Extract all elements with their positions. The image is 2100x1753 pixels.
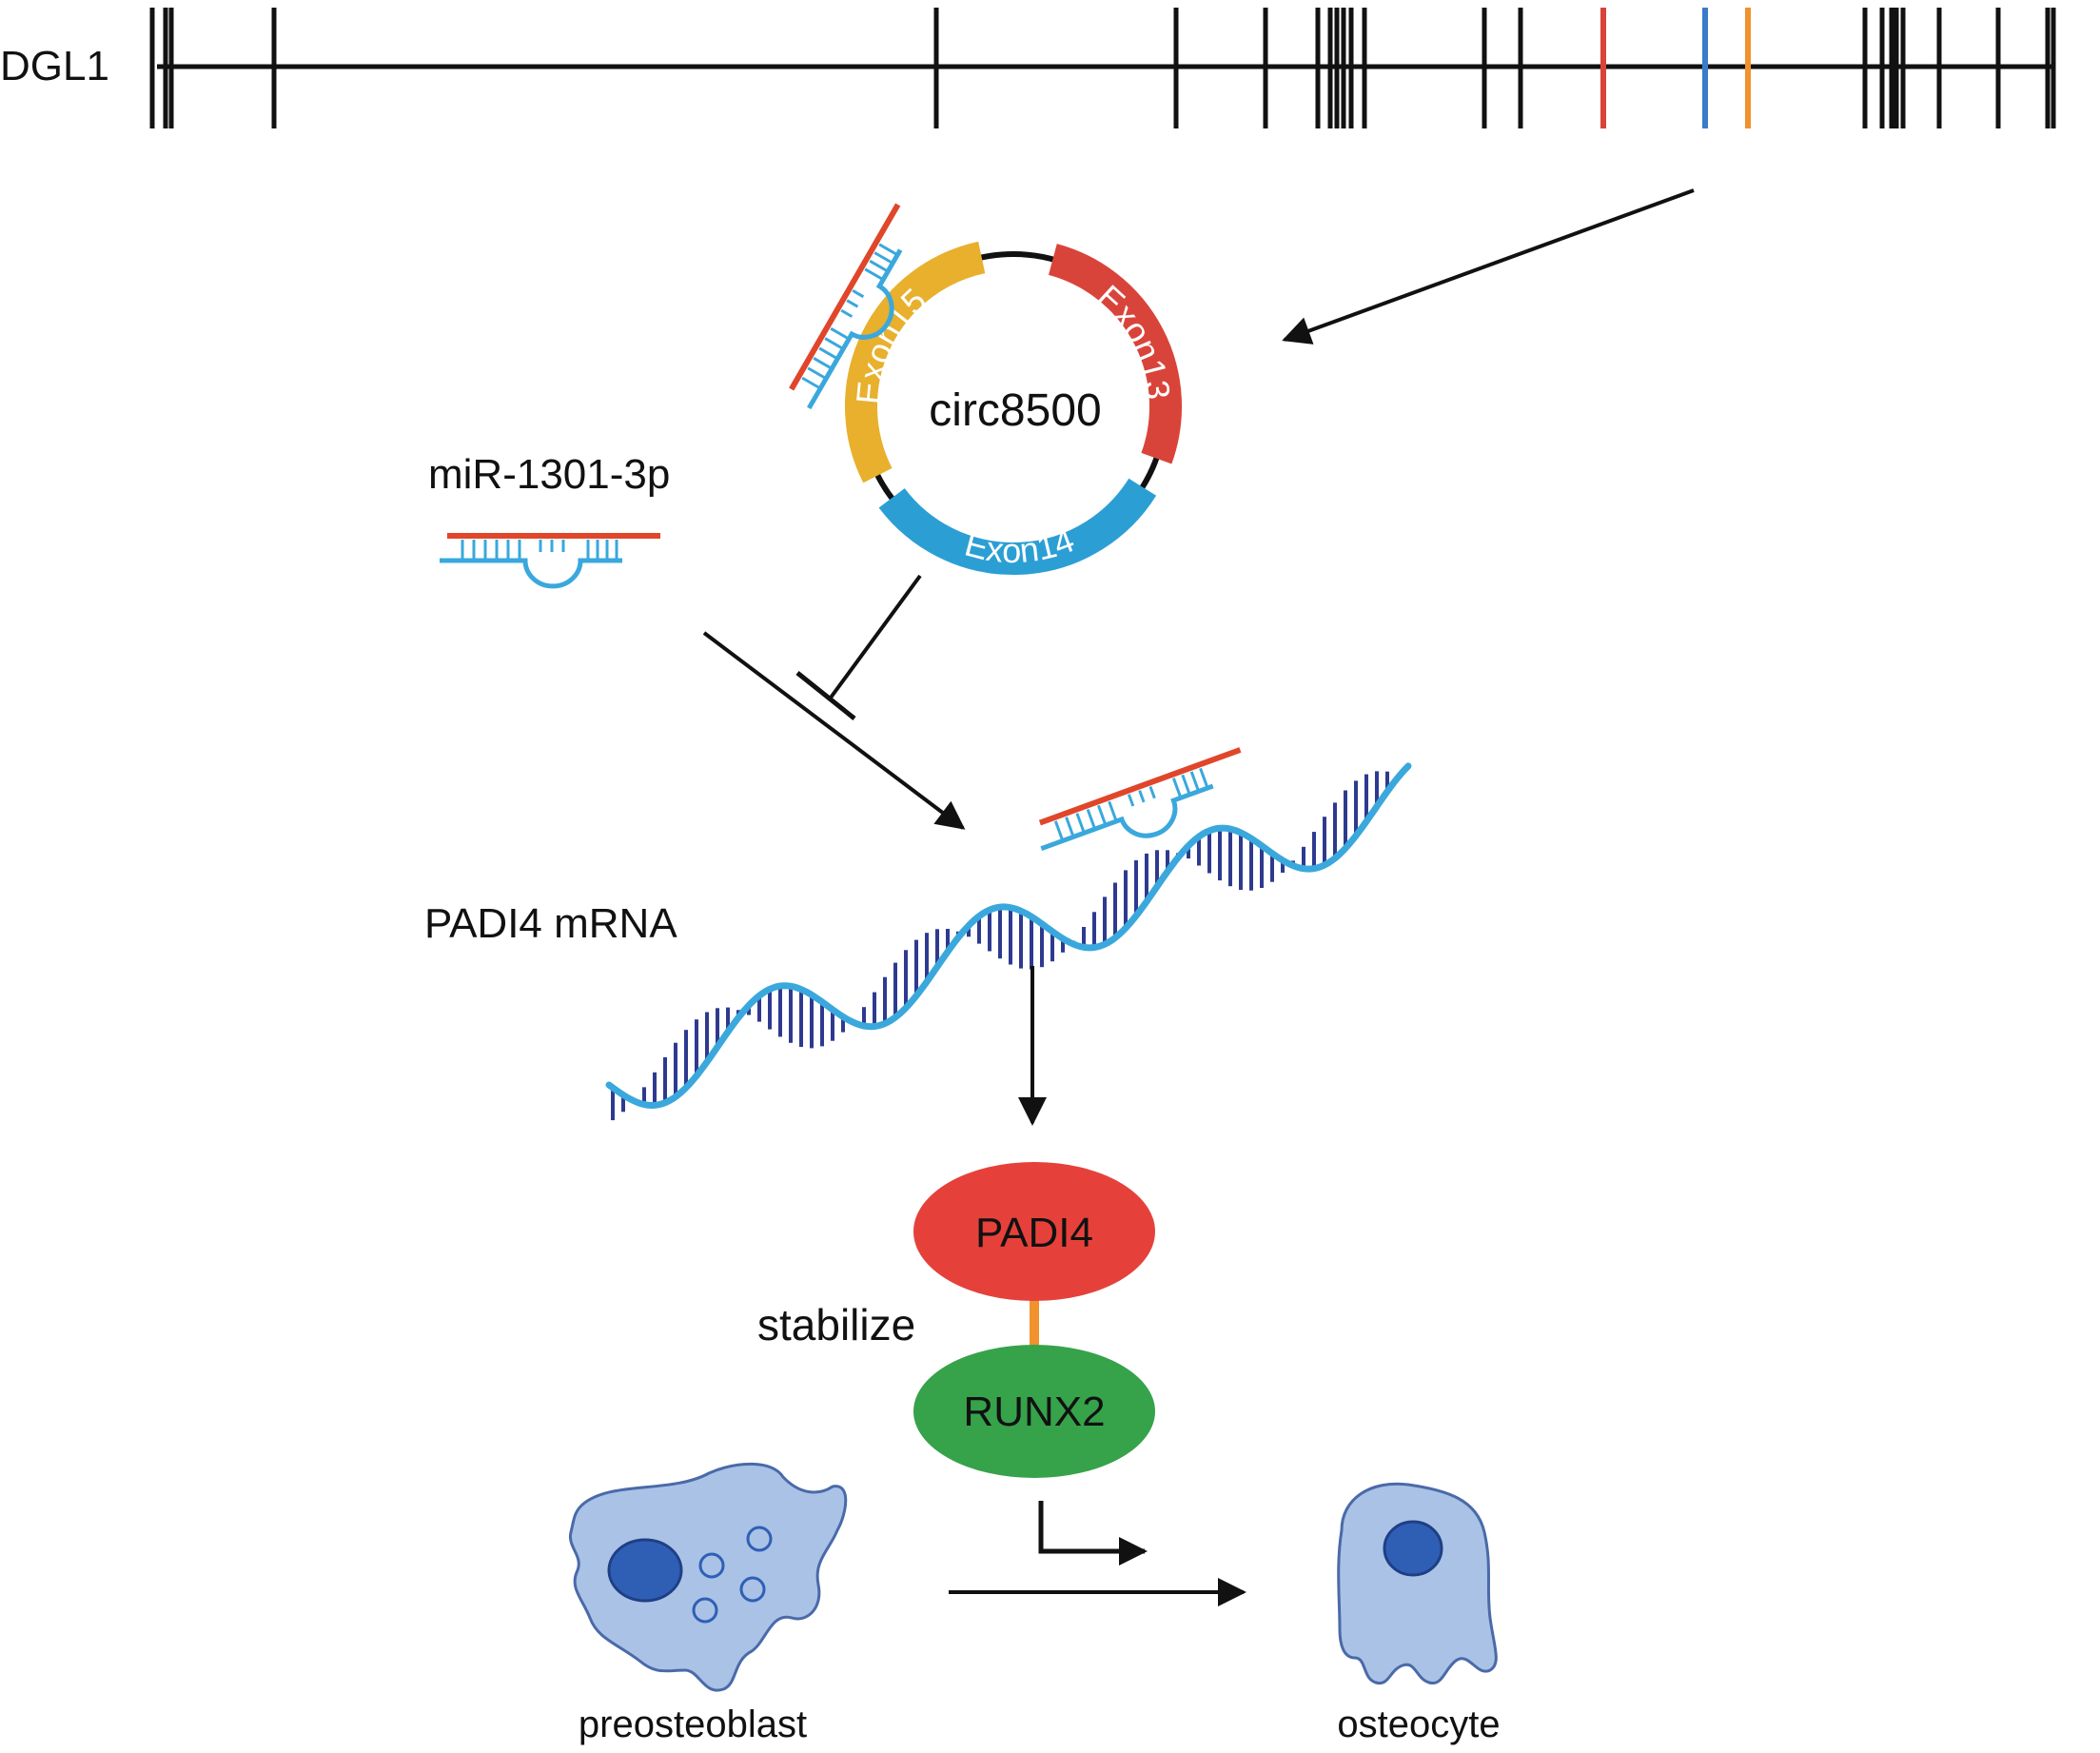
osteocyte-cell — [1337, 1482, 1498, 1685]
bound-mirna-glyph — [789, 203, 903, 410]
base-pair — [1171, 778, 1183, 798]
base-pair — [1097, 804, 1108, 826]
mirna-strand — [1038, 747, 1242, 826]
exon15-segment — [844, 241, 986, 483]
gene-label: DGL1 — [0, 43, 109, 89]
base-pair — [852, 289, 865, 299]
vesicle — [739, 1576, 766, 1603]
exon14-label: Exon14 — [961, 520, 1079, 570]
runx2-protein — [913, 1345, 1155, 1478]
mrna-backbone — [605, 762, 1412, 1110]
circrna-ring: Exon13 Exon14 Exon15 circ8500 — [844, 241, 1182, 575]
mirna-targeting-arrow — [702, 631, 966, 830]
base-pair — [1181, 774, 1191, 796]
bound-mirna — [789, 203, 903, 410]
osteocyte-nucleus — [1383, 1520, 1443, 1577]
padi4-protein — [913, 1162, 1155, 1301]
target-strand — [440, 558, 622, 589]
base-pair — [840, 308, 854, 318]
base-pair — [830, 326, 850, 341]
base-pair — [1065, 817, 1075, 837]
transcription-arrow — [1038, 1501, 1148, 1566]
target-strand — [1040, 783, 1214, 852]
exon13-segment — [1048, 244, 1182, 464]
base-pair — [864, 267, 884, 282]
vesicle — [746, 1526, 773, 1552]
vesicle — [698, 1552, 725, 1579]
vesicle — [692, 1597, 718, 1624]
base-pair — [1108, 800, 1118, 822]
base-pair — [813, 357, 833, 370]
mirna-strand — [789, 203, 901, 391]
inhibition-line — [829, 574, 922, 699]
base-pair — [1127, 794, 1135, 807]
free-mirna — [440, 533, 660, 589]
mrna-helix — [605, 762, 1412, 1121]
padi4-label: PADI4 — [975, 1210, 1093, 1256]
preosteoblast-label: preosteoblast — [579, 1704, 807, 1745]
base-pair — [1053, 820, 1065, 841]
exon-ticks — [149, 8, 2056, 128]
osteocyte-label: osteocyte — [1337, 1704, 1500, 1745]
target-strand — [807, 248, 903, 410]
base-pair — [846, 299, 859, 308]
circrna-label: circ8500 — [929, 385, 1101, 436]
base-pair — [1199, 767, 1209, 789]
mrna-bound-mirna-glyph — [1038, 747, 1242, 852]
base-pair — [873, 251, 893, 265]
base-pair — [1075, 813, 1086, 834]
exon14-segment — [878, 478, 1157, 575]
base-pair — [1148, 786, 1156, 799]
inhibition-bar — [795, 671, 856, 720]
runx2-label: RUNX2 — [963, 1389, 1105, 1435]
circularization-arrow — [1282, 188, 1695, 345]
mrna-bound-mirna — [1038, 747, 1242, 852]
base-pair — [824, 337, 844, 350]
base-pair — [1138, 790, 1146, 803]
base-pair — [1086, 808, 1097, 830]
osteocyte-body — [1337, 1482, 1498, 1685]
base-pair — [878, 243, 898, 257]
free-mirna-glyph — [440, 533, 660, 589]
base-pair — [1189, 771, 1201, 792]
base-pair — [801, 376, 821, 390]
base-pair — [869, 259, 889, 273]
preosteoblast-cell — [568, 1462, 848, 1692]
mrna-label: PADI4 mRNA — [424, 900, 677, 947]
stabilize-label: stabilize — [757, 1300, 915, 1349]
preosteoblast-nucleus — [607, 1538, 683, 1603]
mirna-label: miR-1301-3p — [428, 451, 670, 498]
base-pair — [807, 366, 827, 381]
base-pair — [818, 346, 838, 361]
gene-track: DGL1 — [0, 8, 2056, 128]
